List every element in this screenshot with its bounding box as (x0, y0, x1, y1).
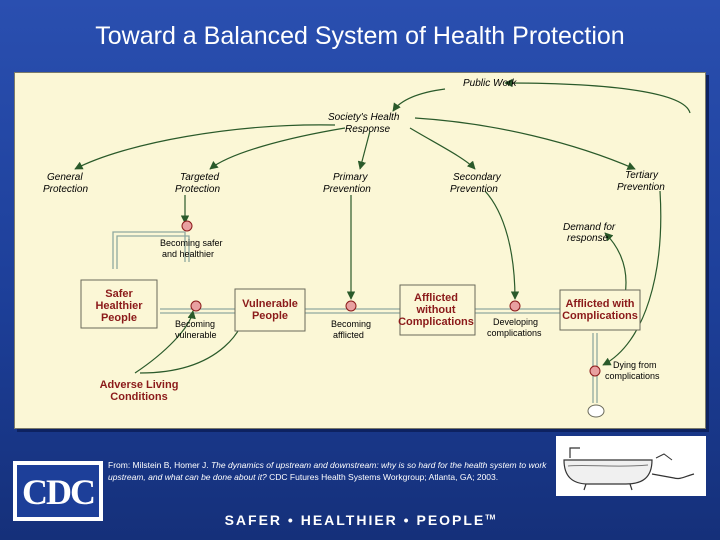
arrow-demand-to-public (504, 78, 691, 114)
label-demand-response-1: Demand for (563, 222, 616, 233)
slide-title: Toward a Balanced System of Health Prote… (95, 22, 625, 50)
stocks (80, 279, 641, 336)
label-afflicted-with-1: Afflicted with (565, 298, 634, 310)
valve-becoming-afflicted (345, 300, 357, 312)
label-afflicted-without-3: Complications (398, 316, 474, 328)
label-developing-1: Developing (493, 317, 538, 327)
stock-safer-people (80, 279, 158, 329)
arrow-afflicted-to-demand (604, 232, 627, 296)
tagline-text: SAFER • HEALTHIER • PEOPLE (224, 512, 486, 528)
citation-suffix: CDC Futures Health Systems Workgroup; At… (266, 472, 499, 482)
label-safer-people-1: Safer (105, 288, 133, 300)
label-public-work: Public Work (463, 78, 517, 89)
label-becoming-safer-1: Becoming safer (160, 238, 223, 248)
cloud-sink-dying (587, 404, 605, 418)
pipe-becoming-safer (112, 231, 186, 269)
label-secondary-prevention-2: Prevention (450, 184, 498, 195)
label-tertiary-prevention-1: Tertiary (625, 170, 659, 181)
label-becoming-safer-2: and healthier (162, 249, 214, 259)
label-society-response-1: Society's Health (328, 112, 400, 123)
label-secondary-prevention-1: Secondary (453, 172, 502, 183)
citation-prefix: From: Milstein B, Homer J. (108, 460, 211, 470)
sink-cloud (587, 404, 605, 418)
diagram-panel: Public Work Society's Health Response Ge… (14, 72, 706, 429)
arrow-tertiary-to-dying (602, 190, 662, 366)
label-developing-2: complications (487, 328, 542, 338)
label-becoming-vulnerable-1: Becoming (175, 319, 215, 329)
bathtub-sketch (563, 447, 695, 491)
label-primary-prevention-1: Primary (333, 172, 368, 183)
label-dying-1: Dying from (613, 360, 657, 370)
valve-becoming-safer (181, 220, 193, 232)
trademark-mark: TM (485, 514, 496, 522)
valve-becoming-vulnerable (190, 300, 202, 312)
label-becoming-vulnerable-2: vulnerable (175, 330, 217, 340)
arrow-society-to-general (74, 124, 336, 170)
label-adverse-1: Adverse Living (100, 379, 179, 391)
label-afflicted-without-1: Afflicted (414, 292, 458, 304)
label-becoming-afflicted-2: afflicted (333, 330, 364, 340)
label-targeted-protection-1: Targeted (180, 172, 220, 183)
label-demand-response-2: response (567, 233, 609, 244)
arrow-society-to-targeted (209, 127, 346, 170)
label-general-protection-2: Protection (43, 184, 88, 195)
citation-title: The dynamics of upstream and downstream:… (108, 460, 547, 482)
arrow-society-to-tertiary (414, 117, 636, 170)
citation: From: Milstein B, Homer J. The dynamics … (108, 459, 548, 483)
stock-vulnerable-people (234, 288, 306, 332)
label-vulnerable-people-1: Vulnerable (242, 298, 298, 310)
label-adverse-2: Conditions (110, 391, 167, 403)
label-afflicted-without-2: without (415, 304, 455, 316)
stock-afflicted-with (559, 289, 641, 331)
valve-developing (509, 300, 521, 312)
arrow-society-to-secondary (409, 127, 476, 170)
cdc-logo: CDC (13, 461, 103, 521)
valves (181, 220, 601, 377)
system-dynamics-diagram: Public Work Society's Health Response Ge… (43, 78, 691, 418)
label-targeted-protection-2: Protection (175, 184, 220, 195)
cdc-logo-text: CDC (22, 472, 94, 512)
label-society-response-2: Response (345, 124, 390, 135)
label-becoming-afflicted-1: Becoming (331, 319, 371, 329)
label-safer-people-3: People (101, 312, 137, 324)
bathtub-illustration (556, 436, 706, 496)
valve-dying (589, 365, 601, 377)
arrow-adverse-to-vulnerable (134, 310, 196, 374)
arrow-secondary-to-developing (484, 190, 520, 300)
label-general-protection-1: General (47, 172, 83, 183)
label-tertiary-prevention-2: Prevention (617, 182, 665, 193)
arrow-publicwork-to-society (392, 88, 446, 112)
arrow-society-to-primary (357, 130, 371, 170)
label-afflicted-with-2: Complications (562, 310, 638, 322)
label-safer-people-2: Healthier (95, 300, 143, 312)
stock-afflicted-without (399, 284, 476, 336)
footer-tagline: SAFER • HEALTHIER • PEOPLETM (0, 512, 720, 528)
pipe-becoming-safer-inner (116, 235, 190, 269)
label-primary-prevention-2: Prevention (323, 184, 371, 195)
causal-arrows (74, 78, 691, 374)
label-dying-2: complications (605, 371, 660, 381)
label-vulnerable-people-2: People (252, 310, 288, 322)
